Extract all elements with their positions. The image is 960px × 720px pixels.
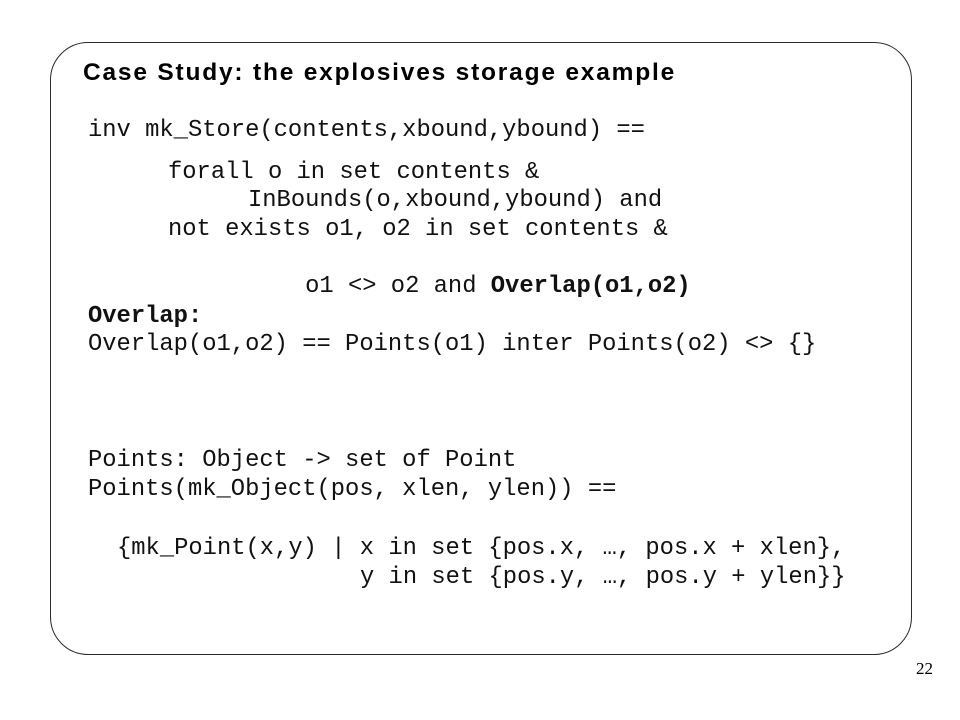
invariant-line-forall: forall o in set contents & — [168, 159, 540, 186]
points-body-line-x: {mk_Point(x,y) | x in set {pos.x, …, pos… — [117, 535, 846, 562]
invariant-line-inbounds: InBounds(o,xbound,ybound) and — [248, 187, 663, 214]
points-header: Points(mk_Object(pos, xlen, ylen)) == — [88, 476, 617, 503]
invariant-line-overlap: o1 <> o2 and Overlap(o1,o2) — [248, 245, 691, 329]
points-body-line-y: y in set {pos.y, …, pos.y + ylen}} — [360, 564, 846, 591]
invariant-line-not-exists: not exists o1, o2 in set contents & — [168, 216, 668, 243]
content-frame — [50, 42, 912, 655]
slide-title: Case Study: the explosives storage examp… — [83, 59, 677, 86]
overlap-definition: Overlap(o1,o2) == Points(o1) inter Point… — [88, 331, 817, 358]
invariant-line-overlap-prefix: o1 <> o2 and — [305, 273, 491, 300]
invariant-line-overlap-call: Overlap(o1,o2) — [490, 273, 691, 300]
invariant-header: inv mk_Store(contents,xbound,ybound) == — [88, 117, 645, 144]
points-signature: Points: Object -> set of Point — [88, 447, 517, 474]
overlap-heading: Overlap: — [88, 303, 203, 330]
page-number: 22 — [916, 659, 933, 678]
